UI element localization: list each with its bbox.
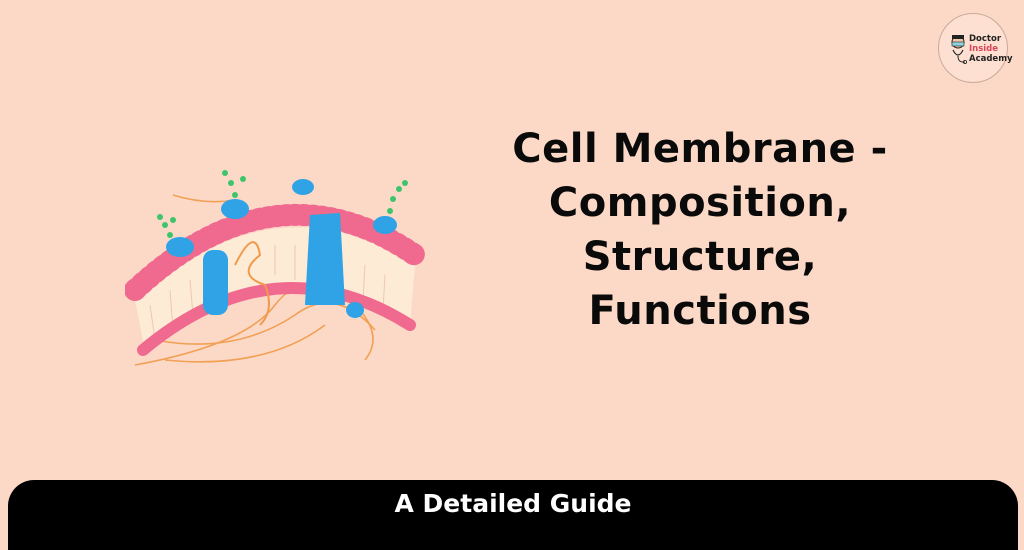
subtitle-banner: A Detailed Guide — [8, 480, 1018, 550]
title-line-3: Structure, — [582, 234, 818, 280]
title-line-2: Composition, — [548, 180, 852, 226]
doctor-inside-academy-logo: Doctor Inside Academy — [938, 13, 1013, 83]
logo-text-inside: Inside — [969, 44, 999, 54]
title-line-4: Functions — [588, 288, 812, 334]
cell-membrane-illustration — [125, 170, 425, 366]
subtitle-text: A Detailed Guide — [394, 489, 632, 518]
title-line-1: Cell Membrane - — [512, 126, 888, 172]
logo-text-doctor: Doctor — [969, 34, 1002, 44]
doctor-stethoscope-icon — [951, 35, 967, 64]
logo-text-academy: Academy — [969, 54, 1013, 64]
page-title: Cell Membrane - Composition, Structure, … — [455, 122, 945, 338]
